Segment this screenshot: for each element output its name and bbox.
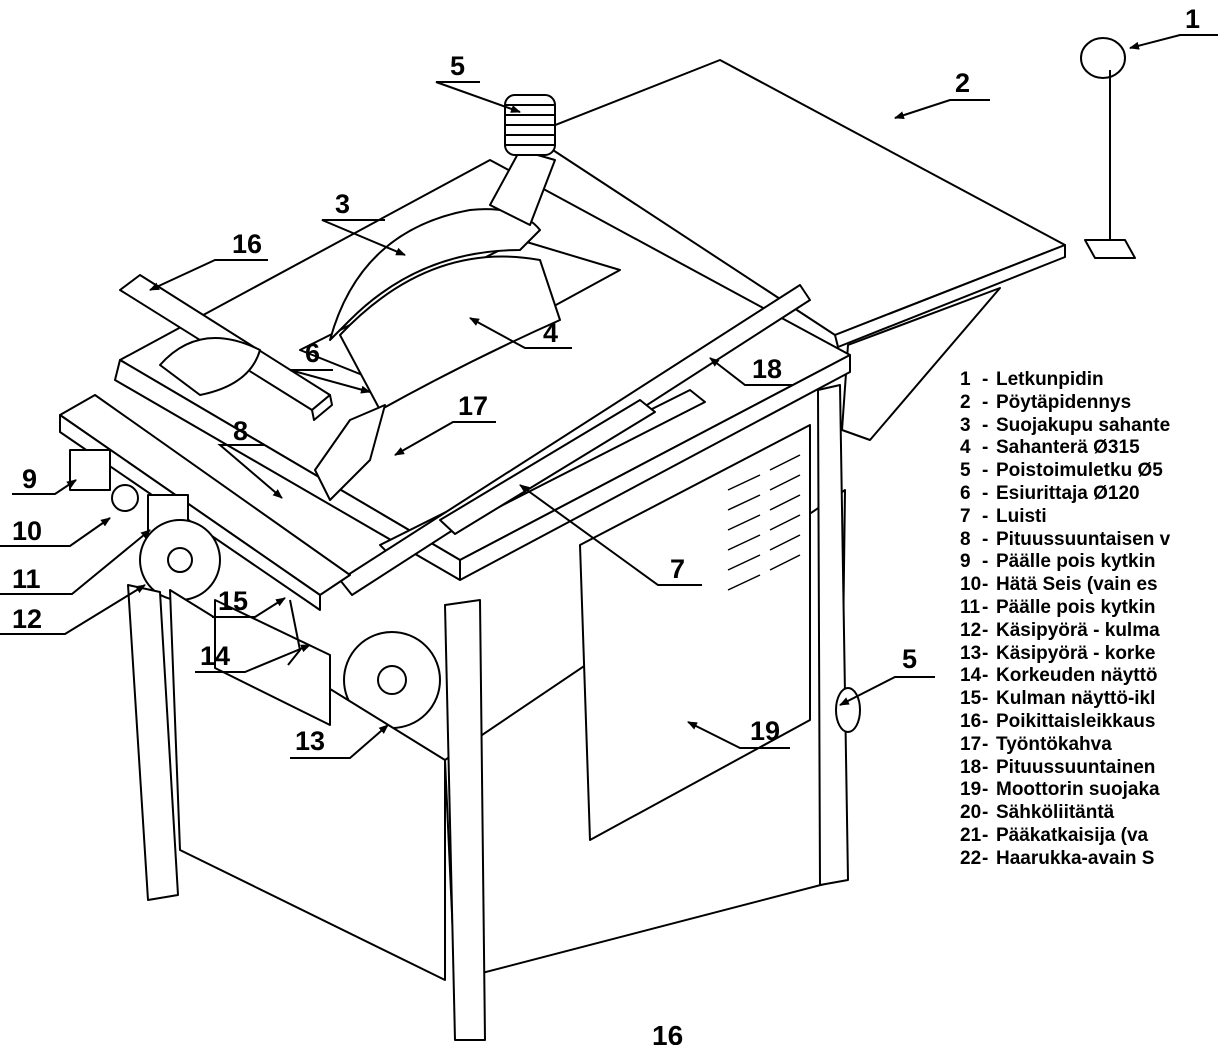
legend-item: 21-Pääkatkaisija (va [960,824,1149,846]
switch-box-left [69,449,111,491]
callout-1: 1 [1185,4,1200,34]
callout-7: 7 [670,554,685,584]
legend-item: 6-Esiurittaja Ø120 [960,482,1140,504]
leader-10 [0,517,111,547]
leader-6 [289,369,371,394]
hose-holder-ring [1080,37,1126,79]
leader-5-top [435,81,521,113]
hose-holder-base [1084,239,1136,259]
leg-right [817,384,849,886]
extension-table-edge [834,244,1066,348]
legend-item: 13-Käsipyörä - korke [960,642,1156,664]
callout-3: 3 [335,189,350,219]
legend-item: 15-Kulman näyttö-ikl [960,688,1156,710]
callout-6: 6 [305,338,320,368]
legend-item: 4-Sahanterä Ø315 [960,437,1140,459]
leader-5-bottom [839,676,935,706]
leader-1 [1129,34,1218,50]
leader-18 [709,357,793,386]
legend-item: 3-Suojakupu sahante [960,414,1171,436]
leg-front-left [127,584,179,901]
leader-17 [394,421,496,456]
leader-15 [212,597,286,618]
callout-4: 4 [543,318,558,348]
emergency-stop [111,484,139,512]
legend-item: 10-Hätä Seis (vain es [960,574,1158,596]
dust-port [489,149,556,226]
leader-9 [12,479,77,495]
callout-11: 11 [12,564,41,594]
legend-item: 9-Päälle pois kytkin [960,551,1156,573]
motor-cover [579,424,811,841]
leader-3 [321,219,406,256]
callout-2: 2 [955,68,970,98]
legend-item: 17-Työntökahva [960,733,1112,755]
callout-5-bottom: 5 [902,644,917,674]
legend-item: 16-Poikittaisleikkaus [960,710,1156,732]
leader-14 [195,644,311,673]
callout-8: 8 [233,416,248,446]
callout-17: 17 [458,391,488,421]
callout-9: 9 [22,464,37,494]
motor-cover-vents [727,454,801,591]
callout-13: 13 [295,726,325,756]
leg-front [444,599,486,1041]
sliding-carriage [439,399,656,535]
leader-lines [0,34,1218,759]
leader-11 [0,529,151,595]
callout-10: 10 [12,516,42,546]
legend-item: 22-Haarukka-avain S [960,847,1155,869]
dust-hose-bottom [835,687,861,733]
miter-protractor [159,337,261,396]
legend-item: 19-Moottorin suojaka [960,779,1160,801]
callout-18: 18 [752,354,782,384]
callout-14: 14 [200,641,230,671]
extension-support [841,287,1001,441]
leader-13 [290,724,389,759]
callouts: 1 2 3 4 5 5 6 7 8 9 10 11 12 13 14 15 16… [12,4,1200,756]
saw-drawing [59,37,1136,1041]
leader-16 [149,259,268,291]
legend-item: 11-Päälle pois kytkin [960,596,1156,618]
push-handle [314,404,386,501]
legend-item: 1-Letkunpidin [960,369,1104,390]
callout-16: 16 [232,229,262,259]
legend-item: 12-Käsipyörä - kulma [960,619,1160,641]
handwheel-angle-hub [167,547,193,573]
front-rail-face [59,414,321,611]
leader-4 [469,317,572,349]
legend-item: 7-Luisti [960,505,1047,527]
legend-item: 2-Pöytäpidennys [960,391,1132,413]
legend-item: 5-Poistoimuletku Ø5 [960,460,1163,482]
leader-19 [687,721,790,749]
leader-7 [519,484,702,586]
callout-19: 19 [750,716,780,746]
callout-12: 12 [12,604,42,634]
height-indicator-plate [214,599,331,726]
leader-12 [0,584,146,635]
parts-legend: 1-Letkunpidin 2-Pöytäpidennys 3-Suojakup… [960,369,1220,871]
page-number: 16 [652,1020,683,1045]
legend-item: 18-Pituussuuntainen [960,756,1156,778]
main-table-right [459,354,851,581]
leader-8 [217,444,283,499]
handwheel-height-hub [377,665,407,695]
callout-15: 15 [218,586,248,616]
saw-blade [339,255,561,411]
callout-5-top: 5 [450,51,465,81]
crosscut-fence-side [311,394,333,421]
leader-2 [894,99,990,120]
dust-hose-top [504,94,556,156]
legend-item: 14-Korkeuden näyttö [960,665,1158,687]
cabinet-front [169,589,446,981]
legend-item: 8-Pituussuuntaisen v [960,528,1171,550]
legend-item: 20-Sähköliitäntä [960,802,1115,824]
